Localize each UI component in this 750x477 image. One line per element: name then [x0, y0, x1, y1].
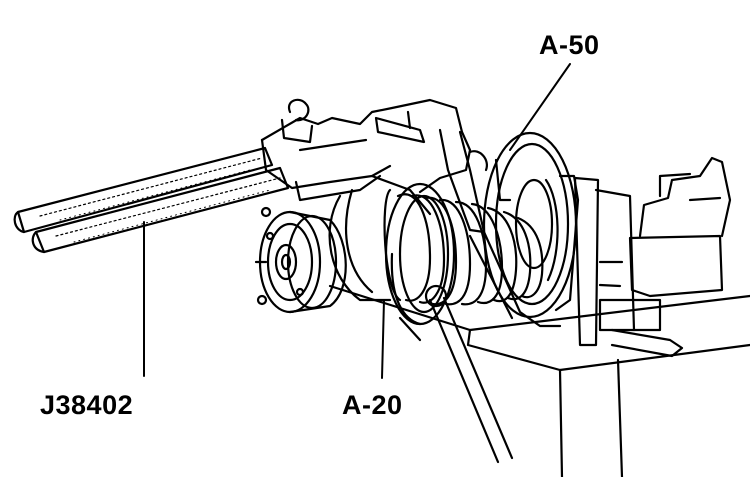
callout-label-j38402: J38402: [40, 390, 134, 420]
callout-leaders: [143, 63, 571, 379]
callout-label-a20: A-20: [342, 390, 403, 420]
leader-a50: [509, 63, 571, 151]
lower-arm: [328, 188, 392, 302]
compressor-rods: [13, 146, 290, 254]
leader-a20: [381, 299, 385, 379]
adapter-a50: [482, 131, 580, 319]
strut-shaft: [438, 128, 562, 328]
adapter-a20: [384, 182, 456, 326]
bench-vise: [573, 156, 732, 358]
handle-bar: [424, 284, 514, 464]
callout-label-a50: A-50: [539, 30, 600, 60]
compressor-frame: [260, 98, 472, 216]
wheel-hub: [254, 206, 347, 314]
